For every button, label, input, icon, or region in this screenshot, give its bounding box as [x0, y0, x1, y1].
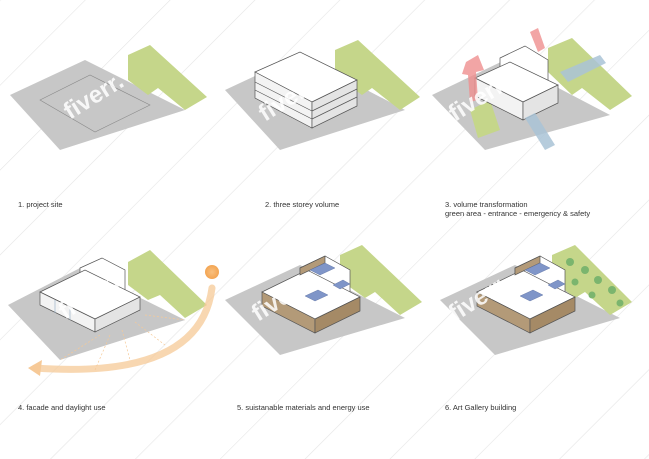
panel-facade-daylight: fiverr.	[8, 250, 219, 376]
caption-volume-transformation: 3. volume transformation green area - en…	[445, 200, 590, 218]
caption-line: 3. volume transformation	[445, 200, 528, 209]
caption-materials-energy: 5. suistanable materials and energy use	[237, 403, 370, 412]
panel-project-site: fiverr.	[10, 45, 207, 150]
green-area	[340, 245, 422, 315]
daylight-rays	[59, 314, 186, 371]
sun-path-arrowhead-icon	[28, 360, 42, 376]
entrance-arrow-icon	[525, 113, 555, 150]
caption-facade-daylight: 4. facade and daylight use	[18, 403, 106, 412]
green-area	[548, 38, 632, 110]
green-area	[335, 40, 420, 110]
building-volume	[39, 257, 141, 333]
solar-panels	[519, 262, 566, 302]
green-area	[128, 45, 207, 110]
panel-three-storey: fiverr.	[225, 40, 420, 150]
building-volume	[254, 51, 358, 129]
site-boundary	[39, 74, 151, 133]
building-volume	[474, 45, 559, 121]
entrance-arrow-icon	[560, 55, 606, 82]
solar-panels	[304, 262, 351, 302]
caption-art-gallery: 6. Art Gallery building	[445, 403, 517, 412]
caption-line: green area - entrance - emergency & safe…	[445, 209, 591, 218]
emergency-arrow-icon	[530, 28, 545, 52]
caption-project-site: 1. project site	[18, 200, 63, 209]
sun-icon	[205, 265, 219, 279]
emergency-arrow-icon	[462, 55, 484, 102]
panel-volume-transformation: fiverr.	[432, 28, 632, 150]
caption-three-storey-volume: 2. three storey volume	[265, 200, 340, 209]
green-area-entrance	[470, 100, 500, 138]
green-area	[128, 250, 207, 318]
site-plot	[10, 60, 185, 150]
sun-path-arc	[31, 284, 216, 373]
